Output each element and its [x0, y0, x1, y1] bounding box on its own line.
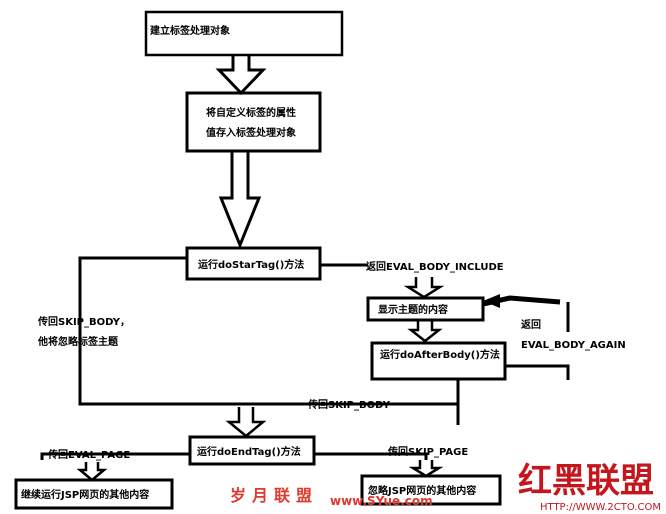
- eval-body-include-label: 返回EVAL_BODY_INCLUDE: [366, 260, 504, 273]
- skip-page-box: [360, 474, 502, 506]
- store-attributes-box: [185, 91, 322, 153]
- skip-page-line: [314, 452, 428, 460]
- skip-body-path: [78, 256, 458, 406]
- arrow-create-to-store: [215, 55, 267, 96]
- skip-body-mid-label: 传回SKIP_BODY: [307, 398, 391, 411]
- skip-page-label: 忽略JSP网页的其他内容: [368, 484, 476, 497]
- show-body-label: 显示主题的内容: [378, 303, 448, 316]
- store-attributes-label-1: 将自定义标签的属性: [206, 106, 296, 119]
- arrow-to-skip-page: [408, 460, 444, 478]
- create-handler-box: [144, 10, 344, 57]
- watermark-site-cn: 岁月联盟: [230, 486, 318, 505]
- arrow-store-to-start: [218, 151, 262, 250]
- continue-page-label: 继续运行JSP网页的其他内容: [21, 488, 149, 501]
- eval-page-label: 传回EVAL_PAGE: [47, 448, 130, 461]
- skip-page-edge-label: 传回SKIP_PAGE: [387, 445, 468, 458]
- show-body-box: [366, 296, 485, 322]
- return-label: 返回: [521, 318, 541, 331]
- skip-body-label-1: 传回SKIP_BODY，: [37, 315, 130, 328]
- store-attributes-label-2: 值存入标签处理对象: [206, 126, 296, 139]
- eval-body-again-label: EVAL_BODY_AGAIN: [521, 340, 626, 351]
- do-start-tag-label: 运行doStarTag()方法: [198, 258, 304, 271]
- watermark-brand-url: HTTP://WWW.2CTO.COM: [540, 502, 661, 513]
- watermark-brand: 红黑联盟: [518, 461, 654, 501]
- arrow-to-end-tag: [225, 407, 267, 438]
- eval-page-line: [40, 452, 190, 460]
- do-after-body-box: [370, 341, 507, 381]
- again-arrow-head: [483, 294, 500, 308]
- after-body-loop-line: [505, 364, 570, 380]
- continue-page-box: [14, 478, 174, 510]
- watermark-site-url: www.SYue.com: [330, 494, 433, 508]
- do-end-tag-box: [188, 435, 316, 466]
- skip-body-label-2: 他将忽略标签主题: [37, 335, 119, 348]
- arrow-to-show-body: [403, 277, 445, 299]
- do-after-body-label: 运行doAfterBody()方法: [380, 348, 500, 361]
- create-handler-label: 建立标签处理对象: [149, 24, 230, 37]
- arrow-to-continue-page: [76, 462, 108, 482]
- arrow-to-after-body: [407, 320, 443, 343]
- do-end-tag-label: 运行doEndTag()方法: [197, 445, 301, 458]
